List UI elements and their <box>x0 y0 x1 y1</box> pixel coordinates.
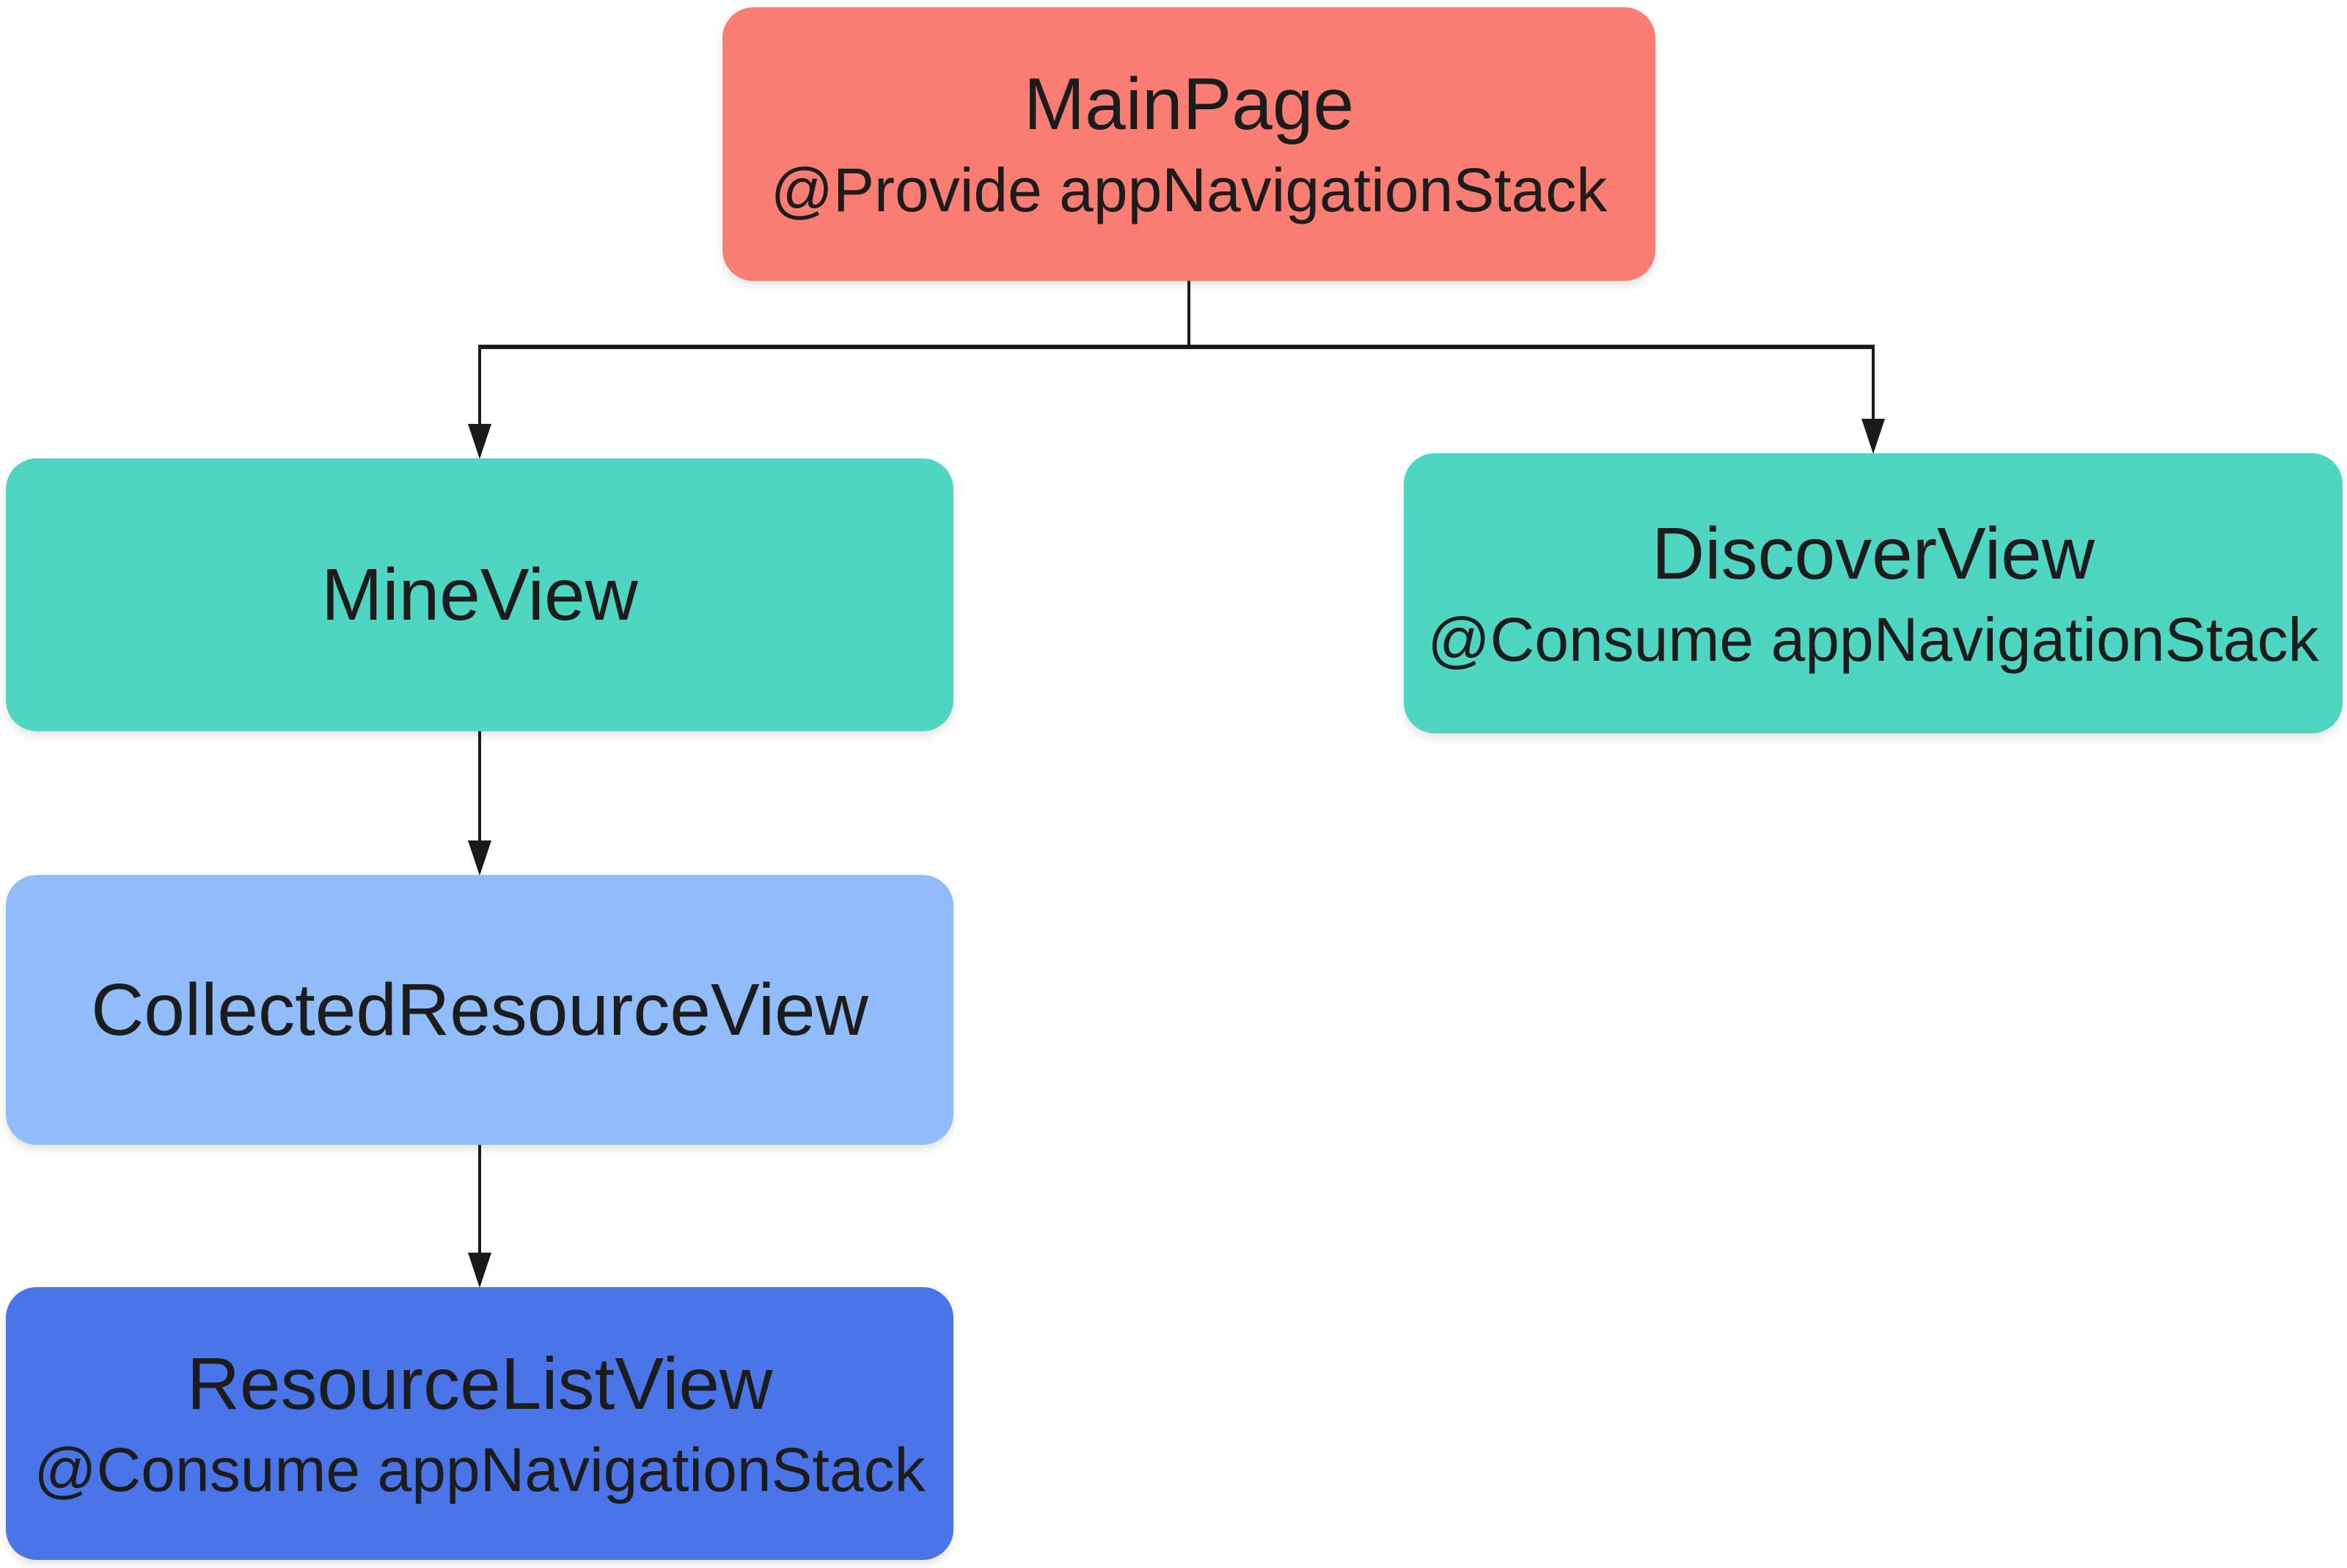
arrowhead-down-icon <box>468 424 491 459</box>
arrowhead-down-icon <box>468 1253 491 1288</box>
node-collectedresourceview: CollectedResourceView <box>6 875 953 1145</box>
node-collectedresourceview-title: CollectedResourceView <box>91 969 868 1051</box>
edge-mainpage-branch-line <box>480 345 1875 349</box>
node-mainpage-title: MainPage <box>1023 63 1355 146</box>
node-resourcelistview: ResourceListView @Consume appNavigationS… <box>6 1287 953 1560</box>
edge-mainpage-stem-line <box>1187 281 1190 346</box>
node-discoverview-title: DiscoverView <box>1652 512 2095 595</box>
node-mainpage: MainPage @Provide appNavigationStack <box>722 7 1655 281</box>
node-discoverview: DiscoverView @Consume appNavigationStack <box>1404 453 2343 733</box>
edge-collectedresourceview-resourcelistview-line <box>478 1145 481 1255</box>
node-mineview-title: MineView <box>321 554 638 636</box>
arrowhead-down-icon <box>468 840 491 876</box>
node-resourcelistview-subtitle: @Consume appNavigationStack <box>34 1435 926 1504</box>
edge-mainpage-discoverview-line <box>1872 345 1875 422</box>
arrowhead-down-icon <box>1861 419 1885 454</box>
node-mineview: MineView <box>6 458 953 731</box>
node-mainpage-subtitle: @Provide appNavigationStack <box>770 155 1608 225</box>
edge-mainpage-mineview-line <box>478 345 481 427</box>
edge-mineview-collectedresourceview-line <box>478 731 481 843</box>
node-discoverview-subtitle: @Consume appNavigationStack <box>1427 604 2319 674</box>
node-resourcelistview-title: ResourceListView <box>186 1342 773 1425</box>
